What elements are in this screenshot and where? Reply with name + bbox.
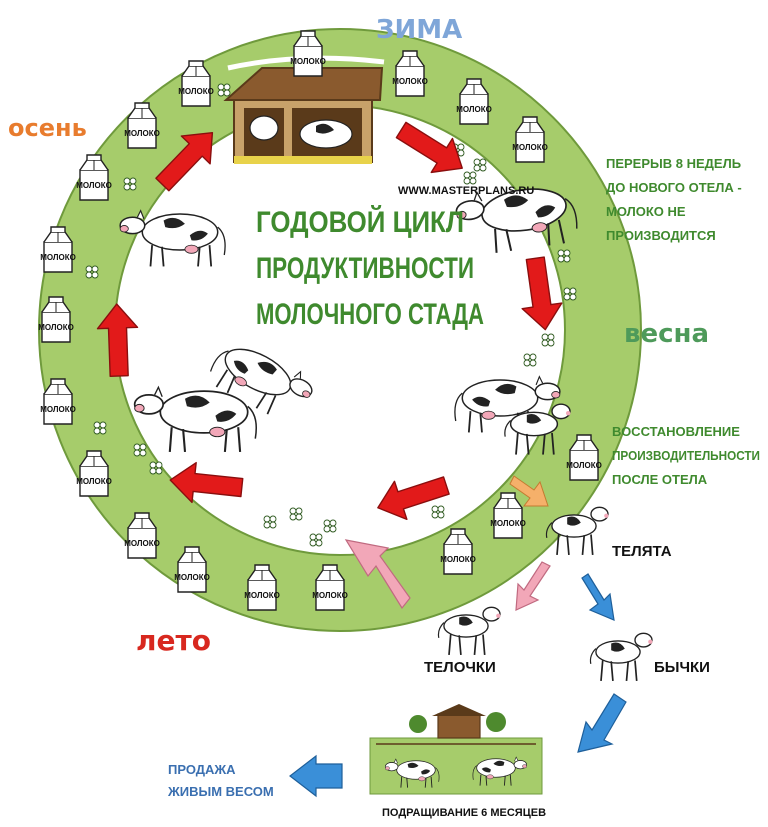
season-summer: лето bbox=[136, 624, 211, 657]
flower-icon bbox=[289, 507, 303, 521]
break-note: ПЕРЕРЫВ 8 НЕДЕЛЬ ДО НОВОГО ОТЕЛА - МОЛОК… bbox=[606, 156, 742, 243]
arrow-to-calves bbox=[509, 475, 549, 507]
flower-icon bbox=[323, 519, 337, 533]
arrow-heifers-to-herd bbox=[344, 539, 411, 610]
carton-label: МОЛОКО bbox=[244, 591, 280, 600]
milk-carton-icon: МОЛОКО bbox=[76, 450, 112, 497]
break-note-line: ДО НОВОГО ОТЕЛА - bbox=[606, 180, 742, 195]
flower-icon bbox=[309, 533, 323, 547]
flower-icon bbox=[473, 158, 487, 172]
milk-carton-icon: МОЛОКО bbox=[440, 528, 476, 575]
label-sale-line: ПРОДАЖА bbox=[168, 762, 236, 777]
milk-carton-icon: МОЛОКО bbox=[40, 226, 76, 273]
carton-label: МОЛОКО bbox=[490, 519, 526, 528]
milk-carton-icon: МОЛОКО bbox=[244, 564, 280, 611]
label-bulls: БЫЧКИ bbox=[654, 659, 710, 676]
carton-label: МОЛОКО bbox=[174, 573, 210, 582]
milk-carton-icon: МОЛОКО bbox=[40, 378, 76, 425]
milk-carton-icon: МОЛОКО bbox=[566, 434, 602, 481]
recovery-note-line: ВОССТАНОВЛЕНИЕ bbox=[612, 424, 740, 439]
milk-carton-icon: МОЛОКО bbox=[392, 50, 428, 97]
flower-icon bbox=[463, 171, 477, 185]
arrow-to-rearing bbox=[577, 693, 627, 753]
flower-icon bbox=[263, 515, 277, 529]
label-heifers: ТЕЛОЧКИ bbox=[424, 659, 496, 676]
break-note-line: ПРОИЗВОДИТСЯ bbox=[606, 228, 716, 243]
milk-carton-icon: МОЛОКО bbox=[312, 564, 348, 611]
milk-carton-icon: МОЛОКО bbox=[124, 102, 160, 149]
carton-label: МОЛОКО bbox=[392, 77, 428, 86]
milk-carton-icon: МОЛОКО bbox=[490, 492, 526, 539]
flower-icon bbox=[431, 505, 445, 519]
season-winter: ЗИМА bbox=[376, 15, 462, 45]
calf-icon bbox=[437, 606, 502, 656]
break-note-line: МОЛОКО НЕ bbox=[606, 204, 686, 219]
carton-label: МОЛОКО bbox=[312, 591, 348, 600]
arrow-to-bulls bbox=[581, 573, 615, 621]
carton-label: МОЛОКО bbox=[38, 323, 74, 332]
title-line-1: ГОДОВОЙ ЦИКЛ bbox=[256, 205, 464, 239]
milk-carton-icons: МОЛОКО МОЛОКО МОЛОКО МОЛОКО МОЛОКО МОЛОК… bbox=[38, 30, 602, 611]
website-url: WWW.MASTERPLANS.RU bbox=[398, 185, 534, 197]
milk-carton-icon: МОЛОКО bbox=[174, 546, 210, 593]
title-line-3: МОЛОЧНОГО СТАДА bbox=[256, 298, 484, 331]
break-note-line: ПЕРЕРЫВ 8 НЕДЕЛЬ bbox=[606, 156, 741, 171]
season-autumn: осень bbox=[8, 114, 87, 142]
milk-carton-icon: МОЛОКО bbox=[456, 78, 492, 125]
carton-label: МОЛОКО bbox=[124, 129, 160, 138]
carton-label: МОЛОКО bbox=[566, 461, 602, 470]
farm-icon bbox=[369, 704, 543, 795]
recovery-note: ВОССТАНОВЛЕНИЕ ПРОИЗВОДИТЕЛЬНОСТИ ПОСЛЕ … bbox=[612, 424, 760, 487]
carton-label: МОЛОКО bbox=[456, 105, 492, 114]
carton-label: МОЛОКО bbox=[440, 555, 476, 564]
milk-carton-icon: МОЛОКО bbox=[76, 154, 112, 201]
label-calves: ТЕЛЯТА bbox=[612, 543, 672, 560]
title-line-2: ПРОДУКТИВНОСТИ bbox=[256, 252, 474, 285]
calf-icon bbox=[589, 632, 654, 682]
milk-carton-icon: МОЛОКО bbox=[290, 30, 326, 77]
arrow-to-sale bbox=[289, 754, 343, 798]
flower-icon bbox=[541, 333, 555, 347]
label-sale-line: ЖИВЫМ ВЕСОМ bbox=[167, 784, 274, 799]
carton-label: МОЛОКО bbox=[512, 143, 548, 152]
recovery-note-line: ПОСЛЕ ОТЕЛА bbox=[612, 472, 708, 487]
arrow-to-heifers bbox=[515, 561, 551, 611]
barn-icon bbox=[223, 55, 385, 164]
milk-carton-icon: МОЛОКО bbox=[512, 116, 548, 163]
carton-label: МОЛОКО bbox=[40, 253, 76, 262]
milk-carton-icon: МОЛОКО bbox=[124, 512, 160, 559]
recovery-note-line: ПРОИЗВОДИТЕЛЬНОСТИ bbox=[612, 448, 760, 463]
carton-label: МОЛОКО bbox=[290, 57, 326, 66]
milk-carton-icon: МОЛОКО bbox=[38, 296, 74, 343]
carton-label: МОЛОКО bbox=[76, 181, 112, 190]
carton-label: МОЛОКО bbox=[124, 539, 160, 548]
season-spring: весна bbox=[624, 319, 709, 349]
cow-icon bbox=[133, 386, 258, 453]
diagram-title: ГОДОВОЙ ЦИКЛ ПРОДУКТИВНОСТИ МОЛОЧНОГО СТ… bbox=[256, 205, 484, 331]
label-rearing: ПОДРАЩИВАНИЕ 6 МЕСЯЦЕВ bbox=[382, 807, 546, 819]
carton-label: МОЛОКО bbox=[40, 405, 76, 414]
milk-carton-icon: МОЛОКО bbox=[178, 60, 214, 107]
flower-icon bbox=[523, 353, 537, 367]
cow-icon bbox=[119, 209, 227, 268]
carton-label: МОЛОКО bbox=[76, 477, 112, 486]
carton-label: МОЛОКО bbox=[178, 87, 214, 96]
